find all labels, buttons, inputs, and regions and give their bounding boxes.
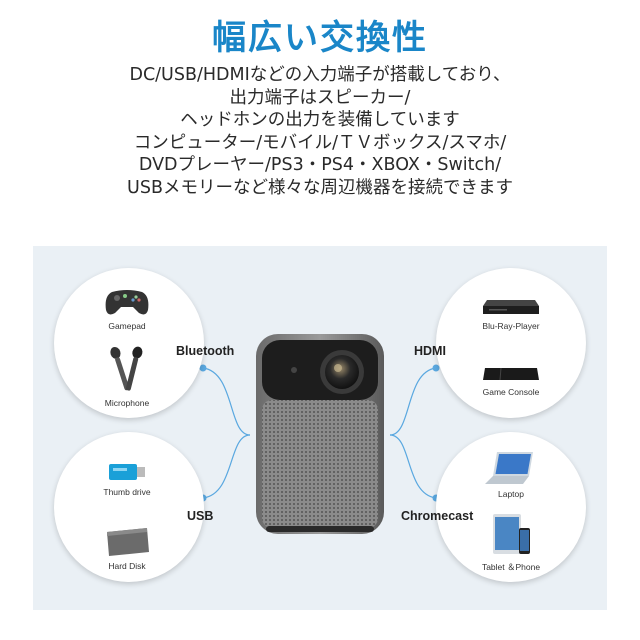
description: DC/USB/HDMIなどの入力端子が搭載しており、 出力端子はスピーカー/ ヘ… [20, 64, 620, 199]
description-line: DVDプレーヤー/PS3・PS4・XBOX・Switch/ [138, 155, 502, 175]
description-line: ヘッドホンの出力を装備しています [180, 110, 460, 130]
device-laptop: Laptop [456, 450, 566, 499]
device-hard-disk: Hard Disk [72, 526, 182, 571]
description-line: 出力端子はスピーカー/ [229, 87, 411, 108]
hdmi-devices-circle [436, 268, 586, 418]
hdmi-label: HDMI [414, 344, 446, 358]
gamepad-label: Gamepad [108, 321, 146, 331]
description-line: DC/USB/HDMIなどの入力端子が搭載しており、 [129, 65, 511, 85]
laptop-label: Laptop [498, 489, 524, 499]
microphone-icon [110, 346, 143, 391]
thumb-drive-icon [109, 464, 145, 480]
device-thumb-drive: Thumb drive [72, 460, 182, 497]
line-chromecast [389, 434, 437, 499]
thumb-drive-label: Thumb drive [103, 487, 151, 497]
line-bluetooth [202, 367, 251, 436]
page-title: 幅広い交換性 [212, 18, 428, 58]
line-hdmi [389, 367, 437, 436]
device-microphone: Microphone [72, 345, 182, 408]
bluray-label: Blu-Ray-Player [482, 321, 540, 331]
device-game-console: Game Console [456, 364, 566, 397]
device-bluray: Blu-Ray-Player [456, 296, 566, 331]
usb-label: USB [187, 509, 214, 523]
game-console-icon [483, 367, 539, 381]
tablet-phone-label: Tablet ＆Phone [481, 562, 541, 572]
tablet-phone-icon [493, 514, 530, 554]
chromecast-label: Chromecast [401, 509, 474, 523]
hard-disk-label: Hard Disk [108, 561, 146, 571]
description-line: コンピューター/モバイル/ＴＶボックス/スマホ/ [133, 132, 507, 153]
line-usb [202, 434, 251, 499]
bluray-player-icon [483, 300, 539, 314]
game-console-label: Game Console [482, 387, 540, 397]
laptop-icon [485, 452, 533, 484]
bluetooth-label: Bluetooth [176, 344, 235, 358]
usb-devices-circle [54, 432, 204, 582]
description-line: USBメモリーなど様々な周辺機器を接続できます [127, 177, 513, 198]
hard-disk-icon [107, 528, 149, 556]
gamepad-icon [105, 290, 149, 315]
microphone-label: Microphone [104, 398, 150, 408]
dot-hdmi [432, 364, 440, 372]
projector-image [256, 334, 384, 534]
device-gamepad: Gamepad [72, 286, 182, 331]
device-tablet-phone: Tablet ＆Phone [456, 512, 566, 573]
dot-bluetooth [199, 364, 207, 372]
